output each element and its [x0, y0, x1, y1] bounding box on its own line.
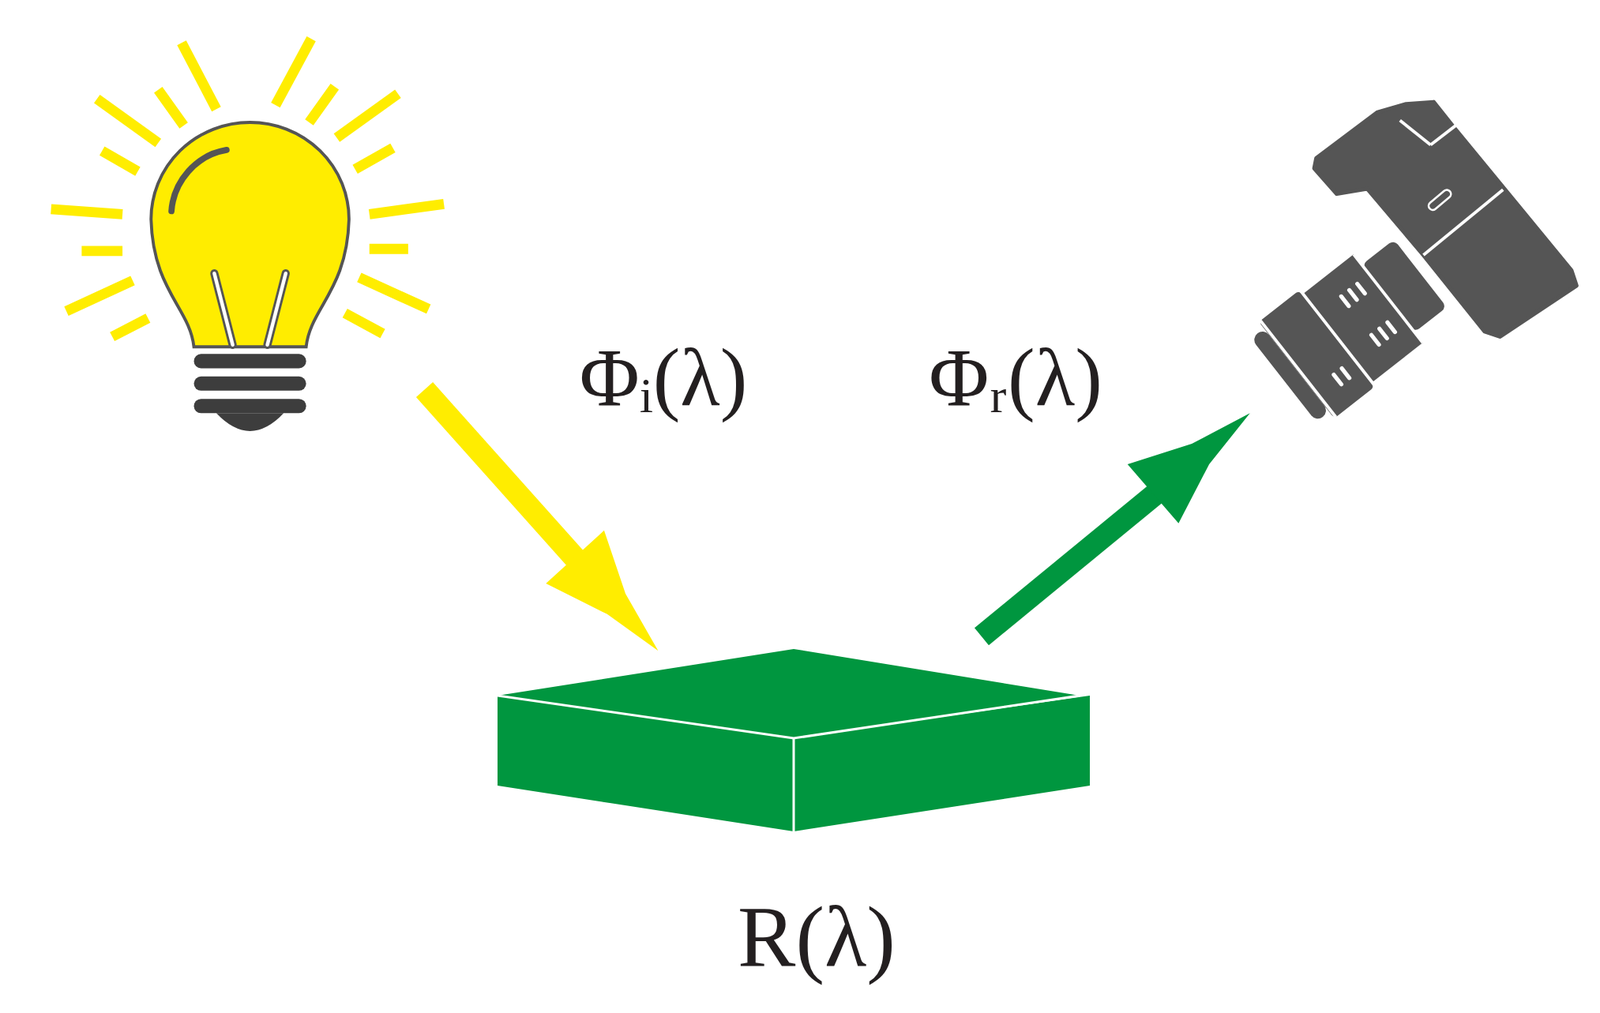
block-top-face [497, 649, 1080, 739]
light-bulb [51, 38, 444, 432]
spectral-reflectance-label: R(λ) [737, 893, 896, 981]
flux-label: Φᵢ(λ) [579, 336, 748, 419]
flux-label: Φᵣ(λ) [928, 336, 1103, 419]
reflecting-sample: R(λ) [497, 643, 1098, 992]
block-edge [792, 738, 796, 832]
block-edge [497, 695, 1080, 739]
reflected-arrow [981, 413, 1251, 637]
camera [1246, 101, 1577, 429]
incident-arrow [424, 390, 659, 652]
